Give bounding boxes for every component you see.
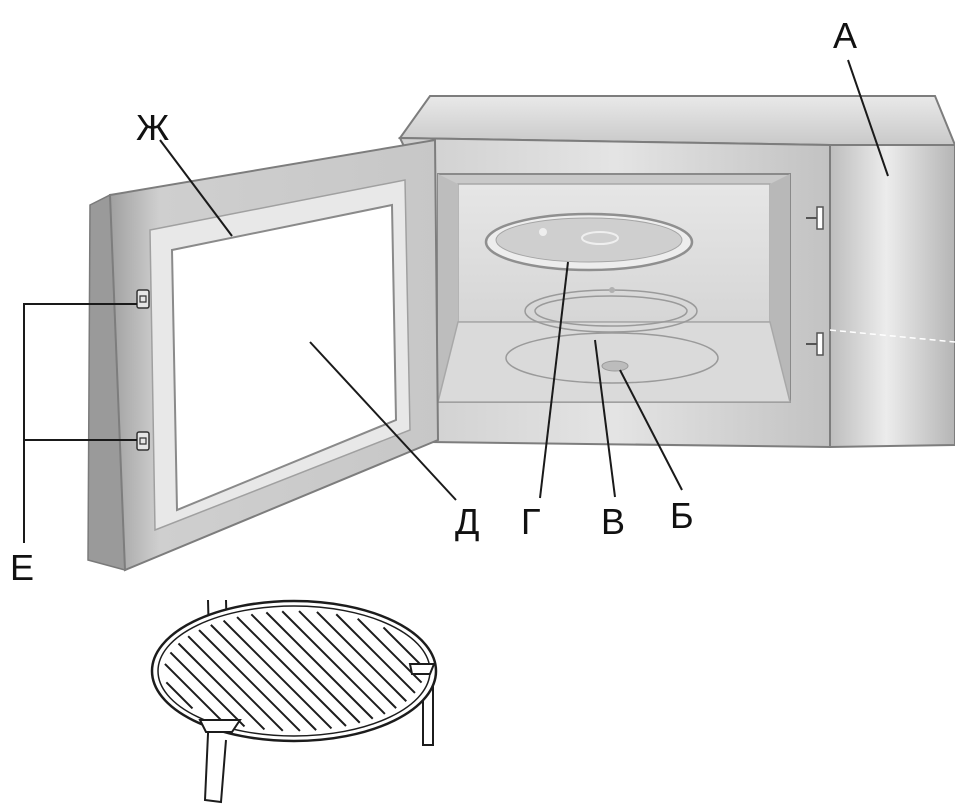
leader-g <box>539 261 569 499</box>
grill-bar <box>169 651 246 728</box>
body-top-face <box>398 95 955 146</box>
latch-slot-lower <box>806 332 824 356</box>
leader-d <box>309 341 457 501</box>
grill-bar <box>177 642 266 731</box>
grill-rack <box>150 599 438 804</box>
grill-bar <box>165 681 194 710</box>
grill-bar <box>298 610 397 709</box>
glass-turntable <box>484 212 694 272</box>
grill-bar <box>210 624 317 731</box>
label-zh: Ж <box>136 107 169 148</box>
grill-bar <box>164 663 223 722</box>
grill-bar <box>316 611 407 702</box>
grill-bar <box>236 616 347 727</box>
control-panel <box>829 144 955 449</box>
leader-e <box>23 303 137 441</box>
grill-bar <box>198 629 301 732</box>
grill-bar <box>265 611 374 720</box>
label-d: Д <box>455 501 479 542</box>
label-e: Е <box>10 547 34 588</box>
door-latch-upper <box>136 289 150 309</box>
door-latch-lower <box>136 431 150 451</box>
cavity-floor-ring <box>505 332 719 384</box>
roller-ring <box>524 287 698 333</box>
leader-lines <box>23 59 889 543</box>
door-window <box>170 203 398 512</box>
grill-bar <box>281 610 386 715</box>
label-a: А <box>833 15 857 56</box>
leader-zh <box>159 139 233 237</box>
grill-bar <box>250 613 361 724</box>
label-v: В <box>601 501 625 542</box>
grill-bar <box>187 635 284 732</box>
open-door <box>87 138 440 572</box>
grill-bar <box>335 613 416 694</box>
leader-v <box>594 339 616 498</box>
grill-bar <box>222 619 333 730</box>
latch-slot-upper <box>806 206 824 230</box>
microwave-body <box>398 95 955 449</box>
leader-b <box>619 369 683 491</box>
panel-seam <box>829 329 955 343</box>
label-b: Б <box>670 495 694 536</box>
leader-a <box>847 59 889 177</box>
drive-coupling <box>601 360 629 372</box>
label-g: Г <box>521 501 541 542</box>
grill-bar <box>382 626 425 669</box>
